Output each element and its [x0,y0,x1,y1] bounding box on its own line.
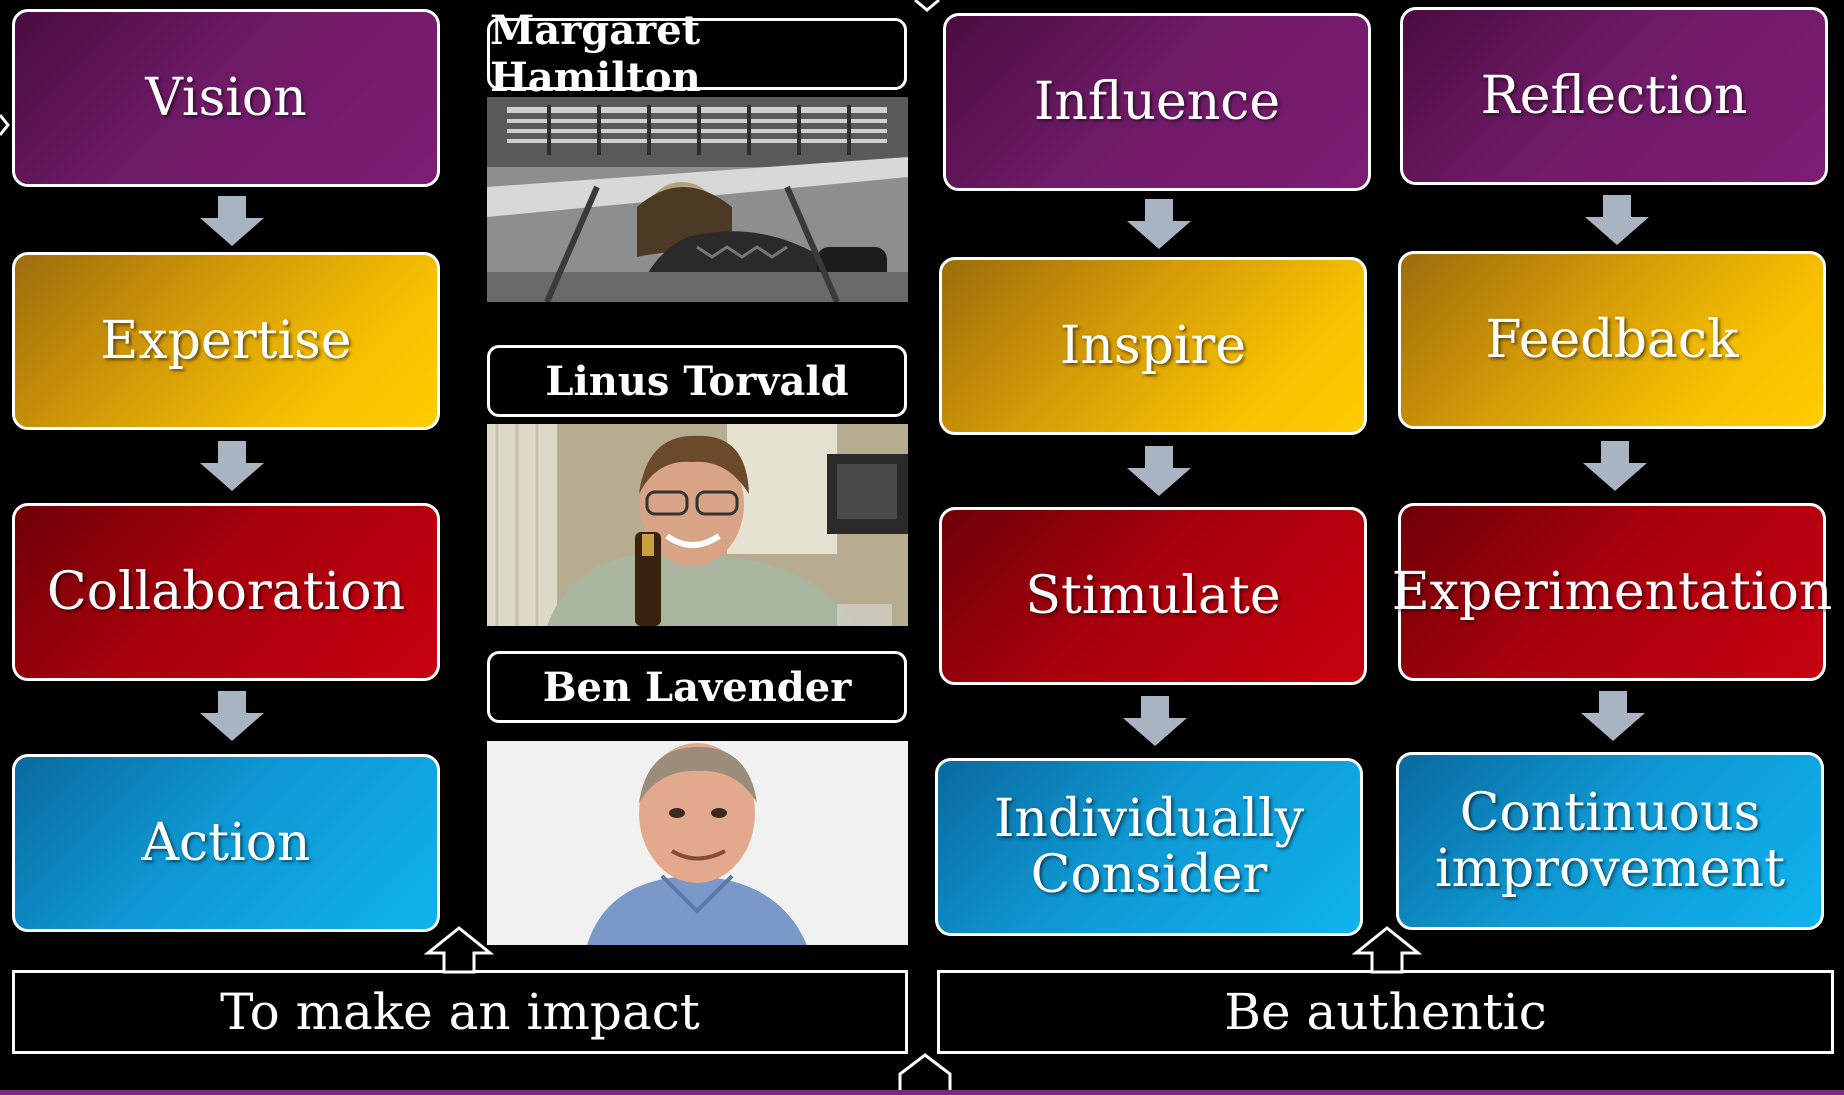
up-arrow-icon [898,1053,952,1092]
card-continuous-improvement: Continuous improvement [1396,752,1824,930]
down-caret-icon [914,0,940,12]
bottom-accent-bar [0,1090,1844,1095]
card-reflection: Reflection [1400,7,1828,185]
down-arrow-icon [200,441,264,491]
card-action: Action [12,754,440,932]
card-feedback: Feedback [1398,251,1826,429]
column-right: Reflection Feedback Experimentation Cont… [1392,0,1840,1095]
left-caret-icon [0,114,10,136]
card-inspire: Inspire [939,257,1367,435]
card-individually-consider: Individually Consider [935,758,1363,936]
photo-margaret-hamilton [487,97,908,302]
card-collaboration: Collaboration [12,503,440,681]
down-arrow-icon [1581,691,1645,741]
card-expertise: Expertise [12,252,440,430]
up-arrow-icon [424,926,494,974]
down-arrow-icon [200,691,264,741]
down-arrow-icon [1127,446,1191,496]
down-arrow-icon [1127,199,1191,249]
card-influence: Influence [943,13,1371,191]
column-left: Vision Expertise Collaboration Action [12,0,452,1095]
banner-make-impact: To make an impact [12,970,908,1054]
photo-linus-torvald [487,424,908,626]
card-stimulate: Stimulate [939,507,1367,685]
person-name-linus-torvald: Linus Torvald [487,345,907,417]
down-arrow-icon [1123,696,1187,746]
card-experimentation: Experimentation [1392,503,1832,681]
person-name-margaret-hamilton: Margaret Hamilton [487,7,907,101]
banner-be-authentic: Be authentic [937,970,1834,1054]
down-arrow-icon [1583,441,1647,491]
up-arrow-icon [1352,926,1422,974]
photo-ben-lavender [487,741,908,945]
column-middle: Influence Inspire Stimulate Individually… [935,0,1383,1095]
card-vision: Vision [12,9,440,187]
person-name-ben-lavender: Ben Lavender [487,651,907,723]
down-arrow-icon [200,196,264,246]
down-arrow-icon [1585,195,1649,245]
